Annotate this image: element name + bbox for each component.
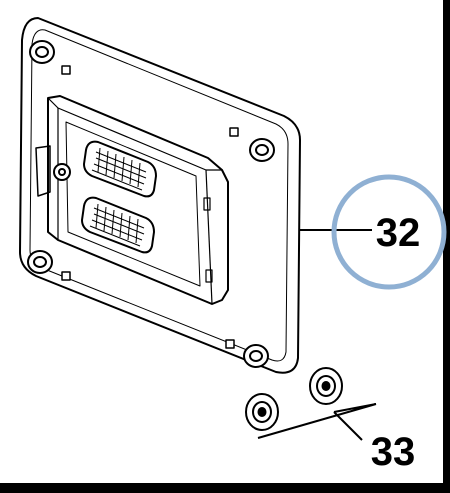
washer-right xyxy=(309,367,343,405)
callout-33-label: 33 xyxy=(371,430,416,474)
mounting-hole-top-right xyxy=(249,138,275,162)
callout-32-label: 32 xyxy=(376,211,421,255)
housing-side-tab xyxy=(35,145,51,197)
leader-line-33 xyxy=(257,403,377,441)
mounting-hole-bottom-left xyxy=(27,250,53,274)
ecu-module xyxy=(19,17,301,374)
housing-slot xyxy=(205,269,213,283)
housing-slot xyxy=(203,197,211,211)
frame-bottom-border xyxy=(0,483,450,493)
plate-inner-edge xyxy=(29,29,289,362)
housing-inner-panel xyxy=(65,121,201,287)
mounting-hole-bottom-right xyxy=(243,344,269,368)
callout-highlight-ring xyxy=(331,174,447,290)
housing-top-face xyxy=(47,97,222,171)
housing-screw xyxy=(53,163,71,181)
lower-connector xyxy=(81,196,155,254)
washer-left xyxy=(245,393,279,431)
upper-connector xyxy=(83,140,157,198)
plate-stud xyxy=(61,65,239,349)
mounting-hole-top-left xyxy=(29,40,55,64)
frame-right-border xyxy=(443,0,450,493)
